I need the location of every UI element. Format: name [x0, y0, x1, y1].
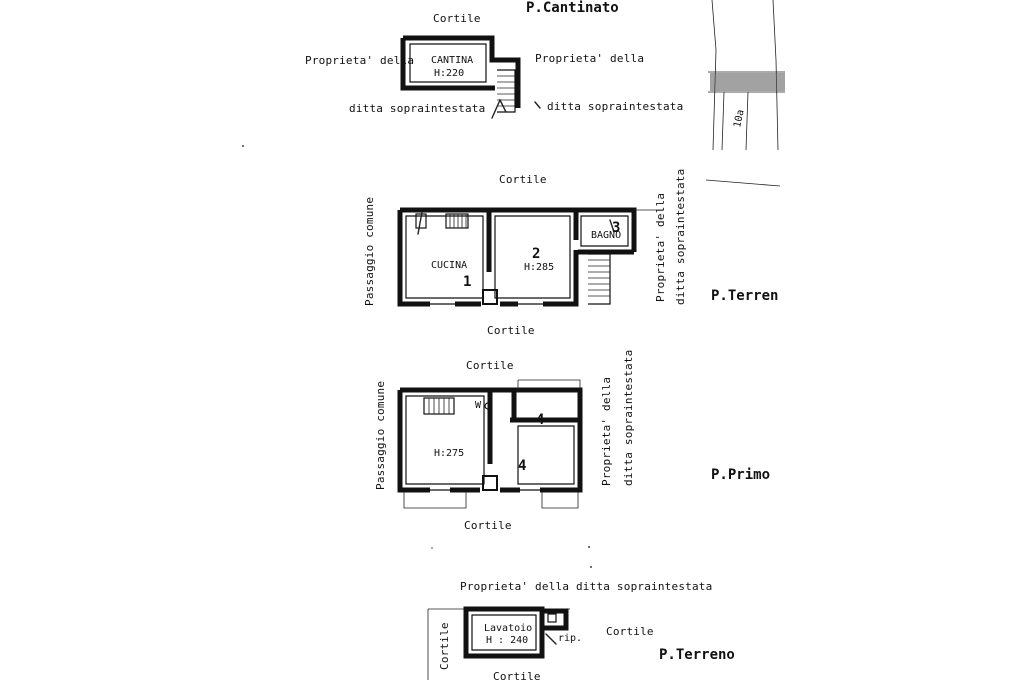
plan-cantinato: P.Cantinato Cortile Proprieta' della Pro…	[305, 0, 683, 119]
primo-outer-walls	[397, 387, 583, 493]
cantinato-bottom-left-label: ditta sopraintestata	[349, 102, 485, 115]
cantina-arrow-mark	[534, 101, 541, 109]
primo-right-label-2: ditta sopraintestata	[622, 350, 635, 486]
terreno-top-label: Cortile	[499, 173, 547, 186]
bathroom-room-name: BAGNO	[591, 230, 621, 241]
annex-walls	[463, 606, 545, 659]
cantinato-left-label: Proprieta' della	[305, 54, 414, 67]
annex-left-label: Cortile	[438, 622, 451, 670]
cantinato-bottom-right-label: ditta sopraintestata	[547, 100, 683, 113]
primo-inner-wall	[487, 392, 580, 464]
terreno-hand-mark-1: 1	[463, 274, 471, 290]
cantina-inner-line	[409, 43, 487, 83]
primo-room-height: H:275	[434, 448, 464, 459]
terreno-room-height: H:285	[524, 262, 554, 273]
primo-bottom-label: Cortile	[464, 519, 512, 532]
map-fragment-label: 10a	[732, 109, 747, 129]
terreno-title: P.Terren	[711, 288, 778, 304]
annex-right-label: Cortile	[606, 625, 654, 638]
cadastral-map-fragment: 10a	[705, 0, 785, 187]
annex-closet-label: rip.	[558, 633, 582, 644]
wc-label: W	[475, 400, 482, 411]
cantinato-right-label: Proprieta' della	[535, 52, 644, 65]
bathroom-walls	[573, 212, 634, 255]
cantina-room-name: CANTINA	[431, 55, 473, 66]
primo-stair	[423, 397, 455, 415]
terreno-left-label: Passaggio comune	[363, 197, 376, 306]
annex-closet-walls	[544, 608, 569, 631]
plan-terreno-main: P.Terren Cortile Cortile Passaggio comun…	[363, 169, 778, 337]
cantina-room-height: H:220	[434, 68, 464, 79]
annex-room-height: H : 240	[486, 635, 528, 646]
primo-left-label: Passaggio comune	[374, 381, 387, 490]
annex-top-label: Proprieta' della ditta sopraintestata	[460, 580, 712, 593]
terreno-right-label-1: Proprieta' della	[654, 193, 667, 302]
kitchen-room-name: CUCINA	[431, 260, 467, 271]
terreno-exterior-stair	[588, 253, 611, 305]
primo-hand-mark-2: 4	[518, 458, 526, 474]
annex-bottom-label: Cortile	[493, 670, 541, 682]
annex-room-name: Lavatoio	[484, 623, 532, 634]
terreno-hand-mark-3: 3	[612, 220, 620, 236]
plan-terreno-annex: P.Terreno Proprieta' della ditta soprain…	[427, 580, 735, 682]
terreno-right-label-2: ditta sopraintestata	[674, 169, 687, 305]
cantina-stair	[491, 69, 516, 119]
primo-title: P.Primo	[711, 467, 770, 483]
annex-title: P.Terreno	[659, 647, 735, 663]
plan-primo: P.Primo Cortile Cortile Passaggio comune…	[374, 350, 770, 532]
cantinato-top-label: Cortile	[433, 12, 481, 25]
primo-right-label-1: Proprieta' della	[600, 377, 613, 486]
primo-top-label: Cortile	[466, 359, 514, 372]
cantina-walls	[400, 35, 521, 108]
terreno-hand-mark-2: 2	[532, 246, 540, 262]
scan-specks	[242, 145, 592, 568]
primo-hand-mark-1: 4	[536, 412, 544, 428]
cantinato-title: P.Cantinato	[526, 0, 619, 16]
terreno-bottom-label: Cortile	[487, 324, 535, 337]
